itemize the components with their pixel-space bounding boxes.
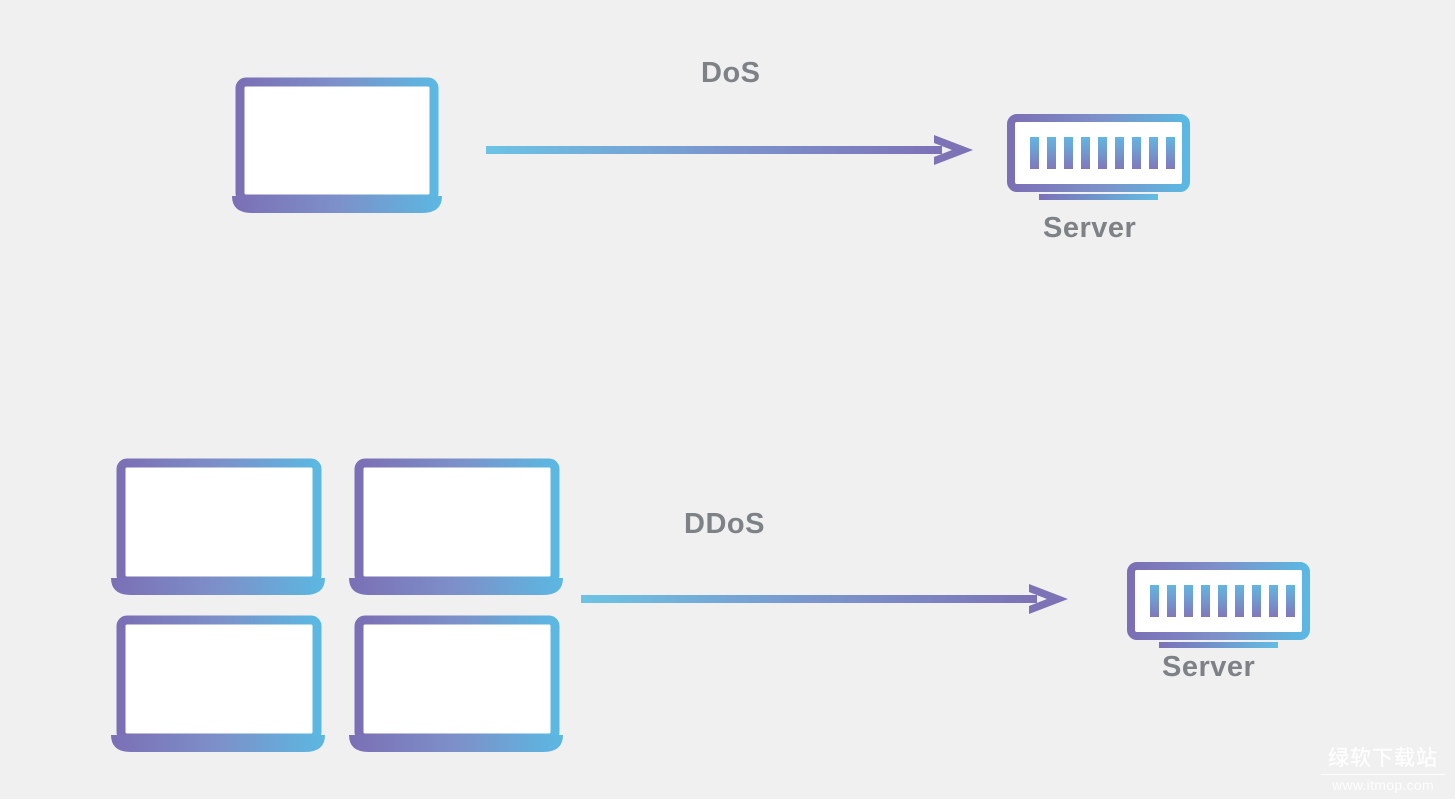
laptop-icon	[348, 458, 564, 595]
server-label: Server	[1043, 212, 1137, 244]
laptop-icon	[110, 615, 326, 752]
watermark-brand: 绿软下载站	[1328, 747, 1438, 770]
laptop-icon	[348, 615, 564, 752]
attack-arrow-dos	[486, 133, 973, 167]
server-label: Server	[1162, 651, 1256, 683]
watermark: 绿软下载站 www.itmop.com	[1319, 747, 1447, 793]
server-bars	[1150, 585, 1295, 617]
server-bars	[1030, 137, 1175, 169]
server-icon	[1006, 114, 1191, 204]
watermark-url: www.itmop.com	[1332, 777, 1434, 793]
attack-label-ddos: DDoS	[684, 508, 765, 540]
attack-label-dos: DoS	[701, 57, 761, 89]
laptop-icon	[231, 77, 443, 213]
attack-arrow-ddos	[581, 582, 1068, 616]
laptop-icon	[110, 458, 326, 595]
server-icon	[1126, 562, 1311, 652]
watermark-divider	[1321, 774, 1445, 775]
